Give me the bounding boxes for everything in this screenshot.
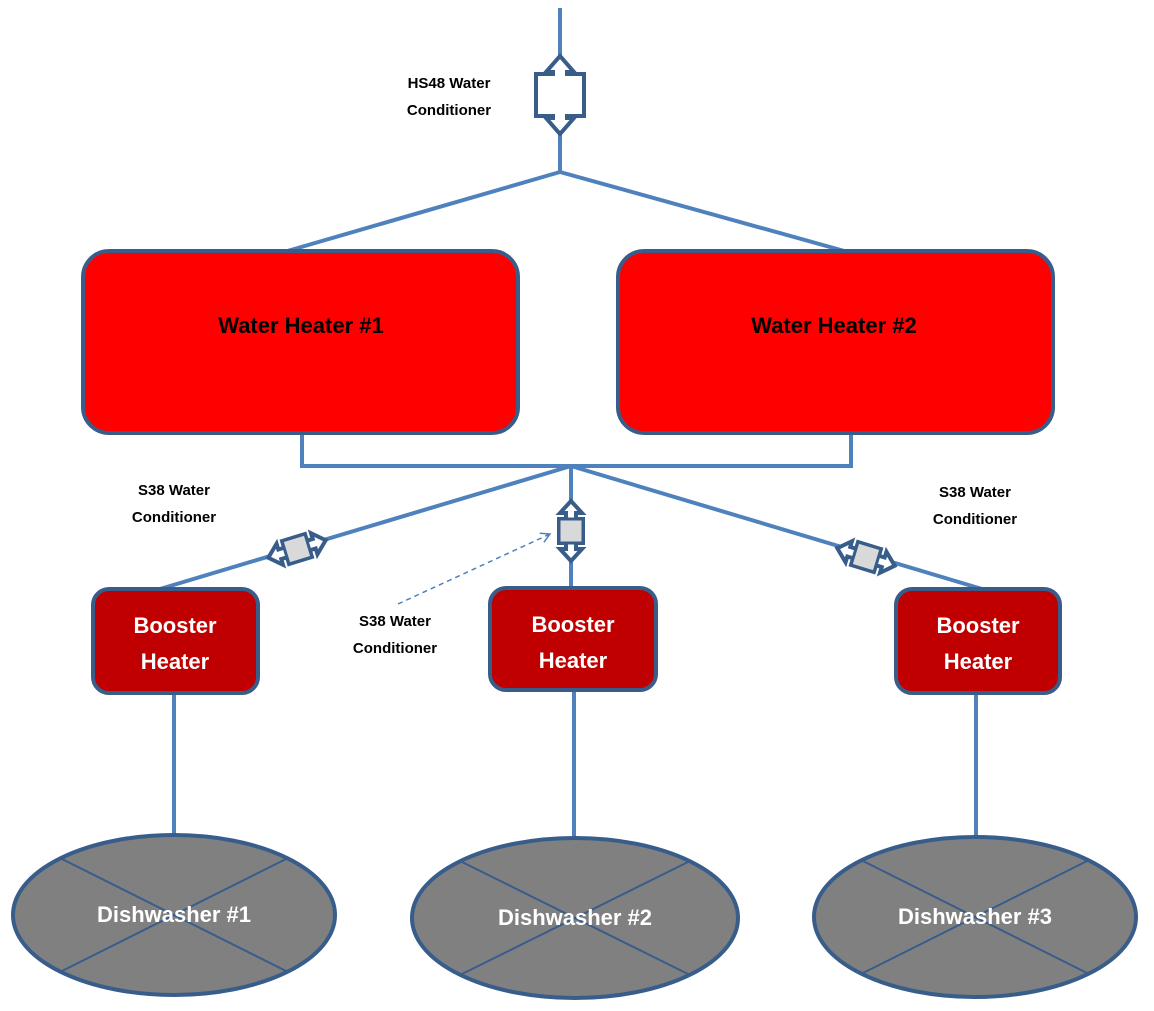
dishwasher-1: Dishwasher #1 [11, 833, 337, 997]
booster-heater-2-box [488, 586, 658, 692]
dishwasher-2-cross-b [459, 860, 691, 976]
dishwasher-3-cross-b [860, 859, 1090, 975]
s38-conditioner-left-icon [265, 529, 329, 569]
dishwasher-1-cross-b [59, 857, 289, 973]
pipe-to-water-heater-2 [559, 170, 849, 254]
water-heater-manifold [300, 433, 853, 468]
s38-middle-callout-arrow [397, 532, 552, 605]
hs48-arrow-shape [534, 52, 586, 138]
water-heater-1-label: Water Heater #1 [218, 313, 383, 338]
water-heater-2: Water Heater #2 [616, 249, 1055, 435]
hs48-water-conditioner-icon [534, 52, 586, 138]
booster-heater-1-box [91, 587, 260, 695]
dishwasher-3: Dishwasher #3 [812, 835, 1138, 999]
booster-heater-3-box [894, 587, 1062, 695]
dishwasher-2-label: Dishwasher #2 [498, 905, 652, 930]
s38-conditioner-middle-icon [555, 498, 587, 564]
dishwasher-1-label: Dishwasher #1 [97, 902, 251, 927]
water-heater-2-box [616, 249, 1055, 435]
pipe-to-booster-3 [570, 464, 983, 591]
s38-conditioner-right-icon [834, 537, 898, 577]
dishwasher-3-label: Dishwasher #3 [898, 904, 1052, 929]
water-heater-1: Water Heater #1 [81, 249, 520, 435]
water-heater-1-box [81, 249, 520, 435]
pipes [159, 8, 983, 838]
pipe-to-booster-1 [159, 464, 572, 591]
water-heater-2-label: Water Heater #2 [751, 313, 916, 338]
dishwasher-2: Dishwasher #2 [410, 836, 740, 1000]
pipe-to-water-heater-1 [283, 170, 561, 254]
